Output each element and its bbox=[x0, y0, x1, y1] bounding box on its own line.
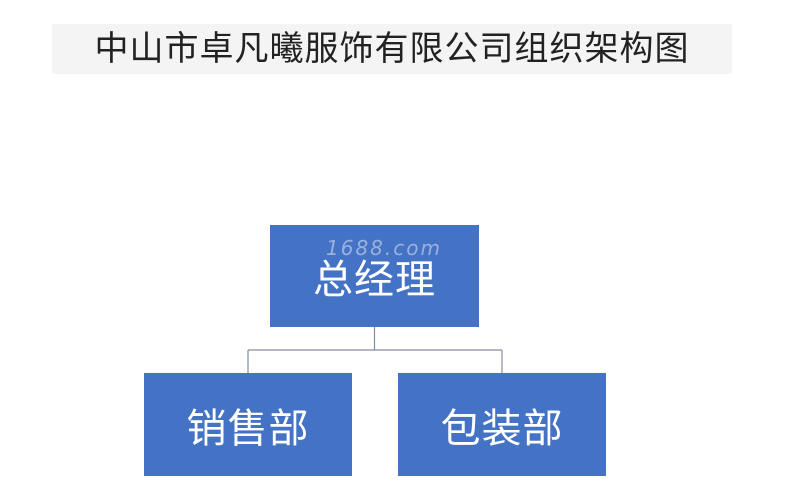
node-sales-department: 销售部 bbox=[144, 373, 352, 476]
node-general-manager-label: 总经理 bbox=[313, 257, 436, 303]
chart-title: 中山市卓凡曦服饰有限公司组织架构图 bbox=[94, 29, 690, 69]
node-packaging-department-label: 包装部 bbox=[440, 405, 564, 452]
node-general-manager: 总经理 bbox=[270, 225, 479, 327]
watermark: 1688.com bbox=[326, 236, 442, 260]
title-band bbox=[52, 24, 732, 74]
node-packaging-department: 包装部 bbox=[398, 373, 606, 476]
node-sales-department-label: 销售部 bbox=[186, 405, 310, 452]
